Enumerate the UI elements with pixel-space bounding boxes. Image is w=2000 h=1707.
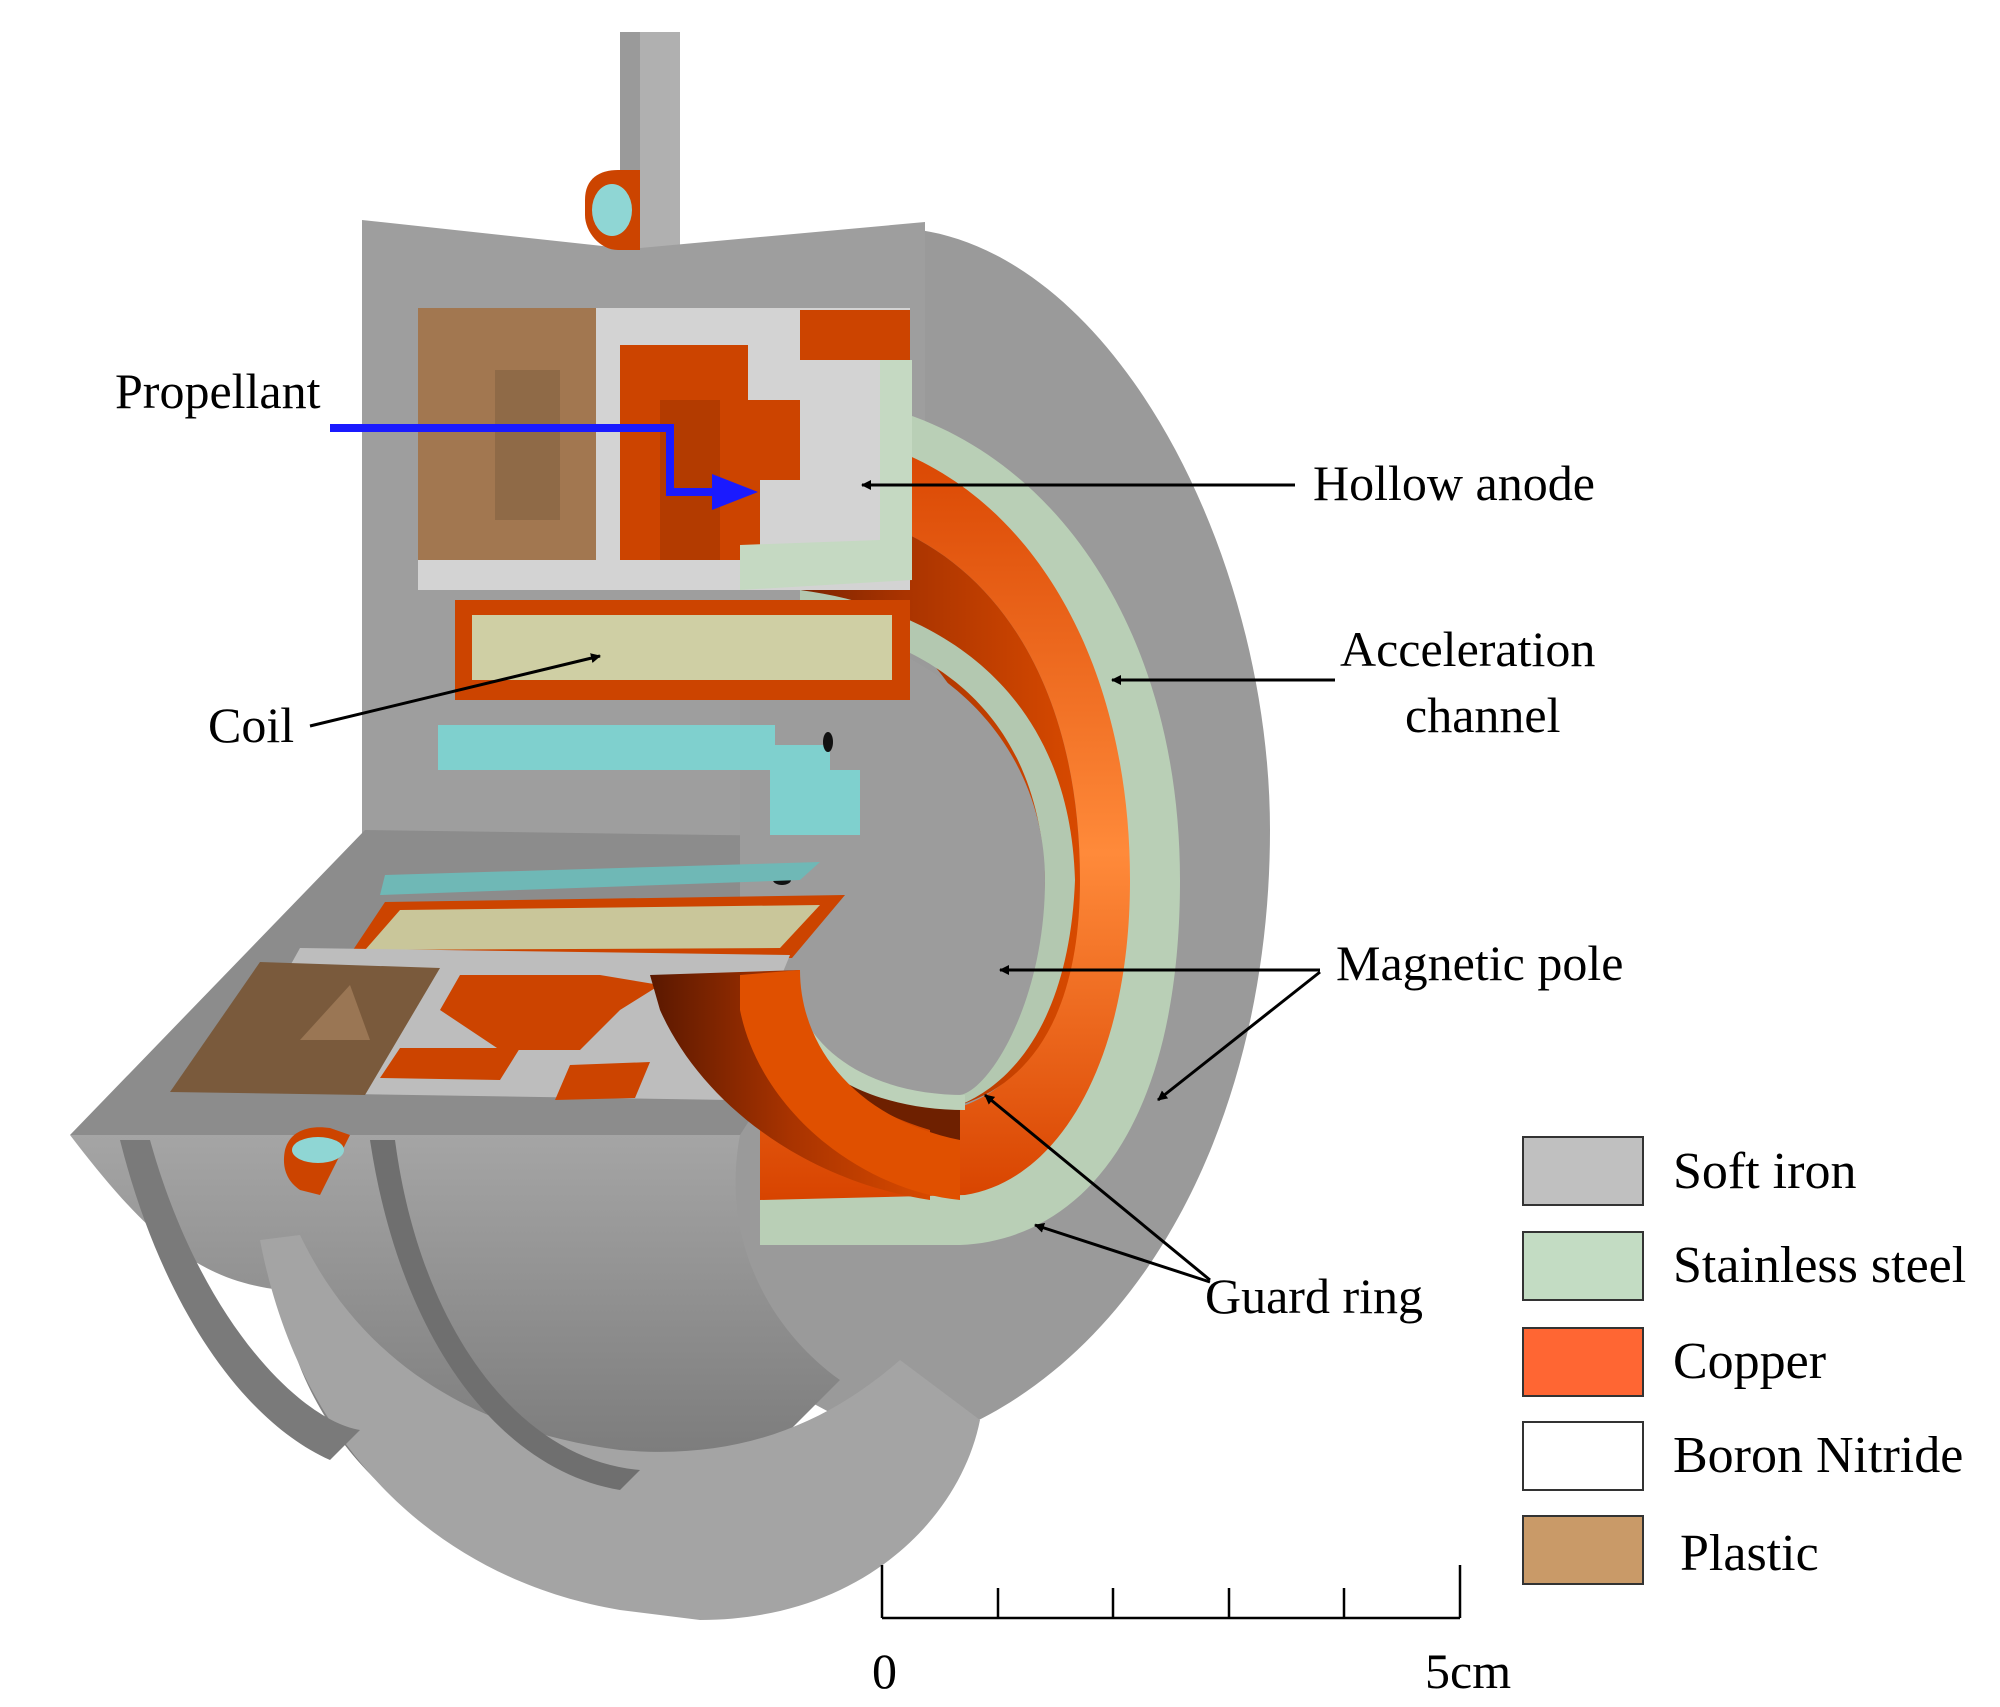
bottom-cooling-pipe-bore <box>292 1137 344 1163</box>
channel-lower-rim <box>740 970 960 1200</box>
anode-block-lower-2 <box>380 1048 520 1080</box>
coil-lower <box>365 905 820 950</box>
scale-end-label: 5cm <box>1425 1643 1511 1699</box>
anode-block-lower-3 <box>555 1062 650 1100</box>
propellant-flow-arrowhead <box>712 474 758 510</box>
plastic-insulator-lower <box>170 962 440 1095</box>
propellant-flow-line <box>330 424 720 496</box>
front-curved-ring <box>260 1235 980 1620</box>
material-legend: Soft iron Stainless steel Copper Boron N… <box>1522 1136 1966 1585</box>
anode-outer-wall <box>760 430 1130 1200</box>
scale-bar <box>880 1565 1462 1620</box>
inner-magnetic-pole <box>740 620 1045 1097</box>
top-flange <box>640 32 680 250</box>
legend-label-stainless-steel: Stainless steel <box>1673 1237 1966 1294</box>
legend-label-boron-nitride: Boron Nitride <box>1673 1427 1963 1484</box>
lower-section-detail <box>170 862 960 1200</box>
guard-ring-leader-outer <box>1034 1223 1211 1284</box>
front-curved-ring-shadow <box>120 1140 360 1460</box>
legend-swatch-copper <box>1522 1327 1644 1397</box>
acceleration-channel-label-line1: Acceleration <box>1340 621 1595 677</box>
legend-label-copper: Copper <box>1673 1333 1826 1390</box>
anode-block-shadow <box>660 400 720 560</box>
cooling-channel-lower <box>380 862 820 895</box>
anode-block-top <box>800 310 910 360</box>
front-step-face <box>370 1140 640 1490</box>
legend-swatch-boron-nitride <box>1522 1421 1644 1491</box>
magnetic-pole-leader-outer <box>1157 970 1321 1102</box>
legend-label-plastic: Plastic <box>1680 1525 1819 1582</box>
legend-swatch-stainless-steel <box>1522 1231 1644 1301</box>
callout-labels: Propellant Hollow anode Acceleration cha… <box>115 363 1623 1324</box>
top-cooling-pipe-bore <box>592 184 632 236</box>
legend-label-soft-iron: Soft iron <box>1673 1143 1856 1200</box>
anode-block-lower <box>440 975 660 1050</box>
coil-label: Coil <box>208 697 294 753</box>
guard-ring-leader-inner <box>984 1093 1211 1282</box>
acceleration-channel-label-line2: channel <box>1405 687 1560 743</box>
coil-leader <box>309 653 601 728</box>
legend-swatch-soft-iron <box>1522 1136 1644 1206</box>
plastic-insulator-upper-shade <box>495 370 560 520</box>
propellant-label: Propellant <box>115 363 321 419</box>
upper-section-detail <box>418 170 912 885</box>
scale-start-label: 0 <box>872 1643 897 1699</box>
cooling-channel-upper <box>438 725 860 835</box>
steel-lining <box>740 360 912 590</box>
gap-mark-1 <box>823 732 833 752</box>
outer-guard-ring <box>760 395 1180 1245</box>
inner-guard-ring <box>800 590 1075 1105</box>
guard-ring-label: Guard ring <box>1205 1268 1423 1324</box>
plastic-insulator-lower-shade <box>300 985 370 1040</box>
hollow-anode-label: Hollow anode <box>1313 455 1595 511</box>
propellant-flow-arrow <box>330 424 758 510</box>
legend-swatch-plastic <box>1522 1515 1644 1585</box>
magnetic-pole-label: Magnetic pole <box>1336 935 1623 991</box>
leader-lines <box>309 480 1335 1284</box>
